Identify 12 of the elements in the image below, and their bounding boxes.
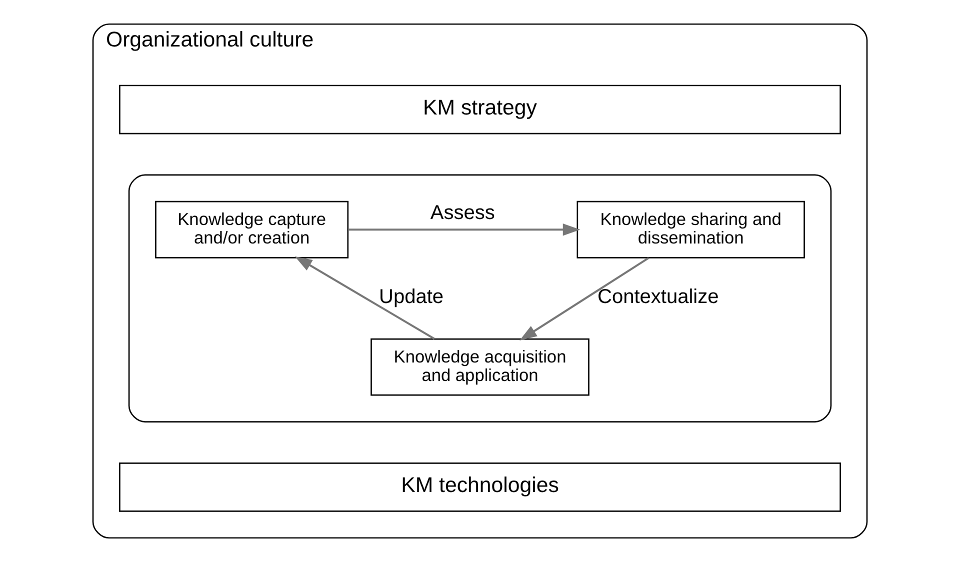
edge-label: Contextualize	[597, 286, 718, 308]
node-box: KM strategy	[118, 84, 840, 134]
node-box: Knowledge acquisition and application	[370, 338, 589, 396]
node-box: Knowledge sharing and dissemination	[576, 200, 804, 258]
edge-label: Update	[378, 286, 444, 308]
cluster	[128, 174, 832, 422]
arrow	[294, 256, 434, 340]
arrow	[519, 257, 649, 340]
node-box: Knowledge capture and/or creation	[154, 200, 348, 258]
arrow	[348, 224, 580, 236]
edge-label: Assess	[430, 202, 494, 224]
node-box: KM technologies	[118, 462, 840, 512]
